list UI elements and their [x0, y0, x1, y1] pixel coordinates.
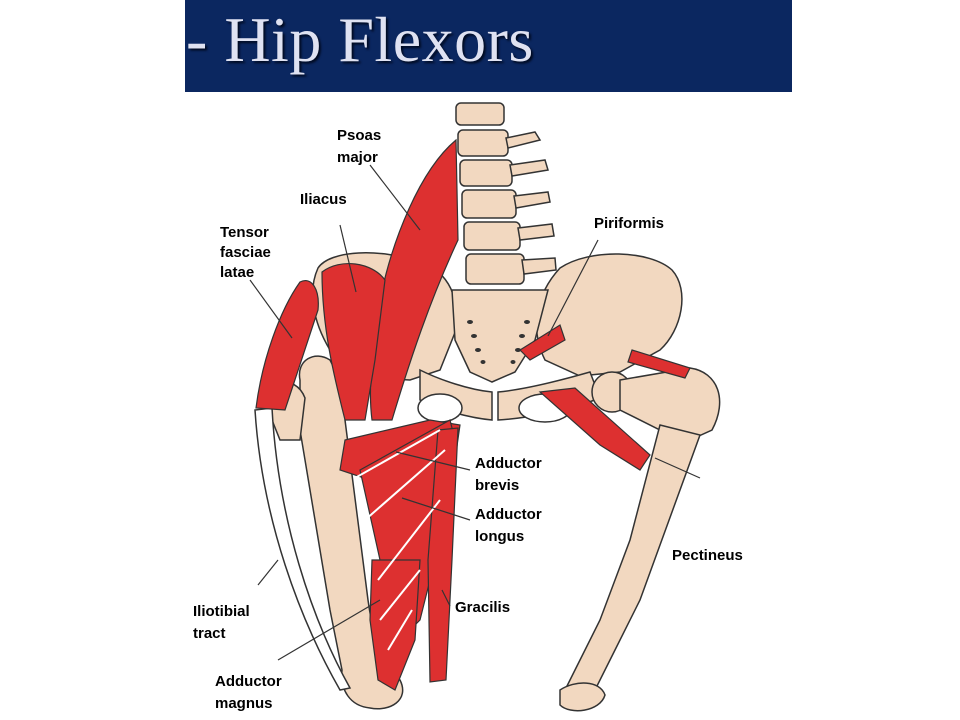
- label-adductor-longus: Adductor longus: [475, 506, 546, 545]
- label-piriformis: Piriformis: [594, 215, 664, 232]
- pectineus-muscle: [538, 387, 651, 471]
- gracilis-muscle: [427, 427, 459, 683]
- label-psoas-major: Psoas major: [337, 127, 385, 166]
- lumbar-spine: [455, 102, 557, 285]
- label-pectineus: Pectineus: [672, 547, 743, 564]
- label-iliotibial-tract: Iliotibial tract: [193, 603, 254, 642]
- label-adductor-brevis: Adductor brevis: [475, 455, 546, 494]
- muscles: [255, 138, 691, 691]
- tensor-fasciae-latae-muscle: [255, 280, 319, 411]
- slide-title: - Hip Flexors: [186, 4, 534, 75]
- femur-right: [559, 367, 721, 712]
- iliacus-muscle: [321, 263, 386, 421]
- label-tensor-fasciae-latae: Tensor fasciae latae: [220, 224, 275, 281]
- sacral-foramina: [467, 320, 530, 364]
- muscle-fibers: [354, 429, 446, 651]
- label-adductor-magnus: Adductor magnus: [215, 673, 286, 712]
- label-iliacus: Iliacus: [300, 191, 347, 208]
- title-banner: [185, 0, 792, 92]
- leader-lines: [249, 164, 701, 661]
- label-gracilis: Gracilis: [455, 599, 510, 616]
- hip-anatomy-diagram: Psoas major Iliacus Tensor fasciae latae…: [193, 102, 743, 712]
- piriformis-muscle: [519, 324, 566, 361]
- adductor-magnus-muscle: [369, 559, 421, 691]
- iliotibial-tract: [254, 407, 352, 691]
